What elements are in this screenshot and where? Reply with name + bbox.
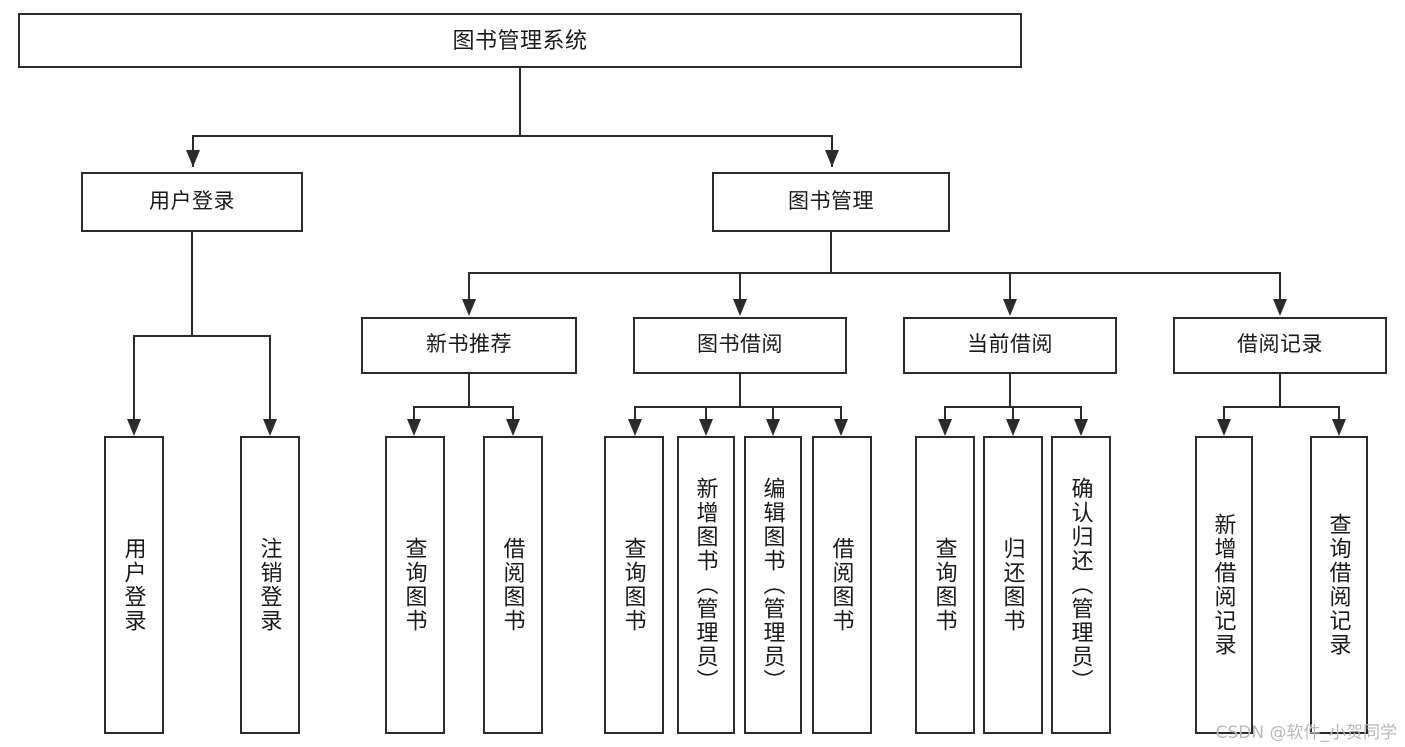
node-label: 借阅图书: [829, 537, 855, 633]
arrow-to-borrow-record: [1273, 299, 1287, 316]
connector-user-login-stem: [191, 232, 193, 335]
connector-book-borrow-drop-4: [840, 406, 842, 421]
connector-borrow-record-drop-1: [1223, 406, 1225, 421]
node-label: 查询图书: [932, 537, 958, 633]
arrow-to-current-borrow: [1003, 299, 1017, 316]
connector-borrow-record-stem: [1279, 374, 1281, 406]
connector-book-borrow-drop-2: [705, 406, 707, 421]
arrow-to-leaf-borrow-book-1: [506, 419, 520, 436]
connector-level3-drop-2: [739, 272, 741, 300]
connector-root-stem: [519, 68, 521, 135]
arrow-to-leaf-query-record: [1332, 419, 1346, 436]
connector-book-borrow-drop-1: [634, 406, 636, 421]
leaf-confirm-return-admin[interactable]: 确认归还（管理员）: [1051, 436, 1111, 734]
connector-level3-drop-3: [1009, 272, 1011, 300]
node-label: 借阅记录: [1237, 333, 1323, 357]
node-label: 查询借阅记录: [1326, 513, 1352, 657]
leaf-query-book-current[interactable]: 查询图书: [915, 436, 975, 734]
arrow-to-leaf-confirm-return: [1074, 419, 1088, 436]
connector-new-book-stem: [468, 374, 470, 406]
leaf-return-book[interactable]: 归还图书: [983, 436, 1043, 734]
connector-book-borrow-stem: [739, 374, 741, 406]
leaf-query-borrow-record[interactable]: 查询借阅记录: [1310, 436, 1368, 734]
arrow-to-leaf-borrow-book-2: [834, 419, 848, 436]
leaf-query-book-borrow[interactable]: 查询图书: [604, 436, 664, 734]
node-book-management[interactable]: 图书管理: [712, 172, 950, 232]
node-label: 编辑图书（管理员）: [760, 477, 786, 693]
node-label: 用户登录: [121, 537, 147, 633]
arrow-to-leaf-add-record: [1217, 419, 1231, 436]
node-root-book-management-system[interactable]: 图书管理系统: [18, 13, 1022, 68]
arrow-to-leaf-query-book-3: [938, 419, 952, 436]
leaf-borrow-book[interactable]: 借阅图书: [812, 436, 872, 734]
node-current-borrow[interactable]: 当前借阅: [903, 317, 1117, 374]
connector-borrow-record-bus: [1223, 406, 1340, 408]
connector-user-login-drop-1: [133, 335, 135, 420]
node-borrow-record[interactable]: 借阅记录: [1173, 317, 1387, 374]
node-book-borrow[interactable]: 图书借阅: [633, 317, 847, 374]
arrow-to-leaf-edit-book: [766, 419, 780, 436]
node-label: 确认归还（管理员）: [1068, 477, 1094, 693]
arrow-to-leaf-return-book: [1006, 419, 1020, 436]
node-label: 借阅图书: [500, 537, 526, 633]
leaf-borrow-book-new-recommend[interactable]: 借阅图书: [483, 436, 543, 734]
leaf-user-login[interactable]: 用户登录: [104, 436, 164, 734]
connector-borrow-record-drop-2: [1338, 406, 1340, 421]
connector-current-borrow-drop-1: [944, 406, 946, 421]
connector-book-borrow-drop-3: [772, 406, 774, 421]
node-label: 新增图书（管理员）: [693, 477, 719, 693]
leaf-logout[interactable]: 注销登录: [240, 436, 300, 734]
arrow-to-new-book-recommend: [462, 299, 476, 316]
leaf-add-borrow-record[interactable]: 新增借阅记录: [1195, 436, 1253, 734]
connector-new-book-drop-2: [512, 406, 514, 421]
node-label: 图书管理: [788, 189, 874, 213]
arrow-to-user-login: [186, 150, 200, 167]
connector-user-login-drop-2: [269, 335, 271, 420]
csdn-watermark: CSDN @软件_小贺同学: [1215, 723, 1397, 743]
leaf-query-book-new-recommend[interactable]: 查询图书: [385, 436, 445, 734]
leaf-edit-book-admin[interactable]: 编辑图书（管理员）: [744, 436, 802, 734]
arrow-to-book-borrow: [733, 299, 747, 316]
arrow-to-book-management: [825, 150, 839, 167]
connector-new-book-drop-1: [413, 406, 415, 421]
node-label: 图书管理系统: [452, 27, 588, 53]
connector-level3-bus: [468, 272, 1280, 274]
node-label: 图书借阅: [697, 333, 783, 357]
node-label: 新书推荐: [426, 333, 512, 357]
arrow-to-leaf-add-book: [699, 419, 713, 436]
connector-level2-bus: [192, 135, 833, 137]
node-new-book-recommend[interactable]: 新书推荐: [361, 317, 577, 374]
connector-book-management-stem: [830, 232, 832, 272]
connector-new-book-bus: [413, 406, 514, 408]
node-label: 当前借阅: [967, 333, 1053, 357]
connector-current-borrow-stem: [1009, 374, 1011, 406]
node-user-login[interactable]: 用户登录: [81, 172, 303, 232]
node-label: 查询图书: [402, 537, 428, 633]
arrow-to-leaf-query-book-2: [628, 419, 642, 436]
arrow-to-leaf-logout: [263, 419, 277, 436]
arrow-to-leaf-query-book-1: [407, 419, 421, 436]
connector-book-borrow-bus: [634, 406, 842, 408]
connector-current-borrow-drop-2: [1012, 406, 1014, 421]
arrow-to-leaf-user-login: [127, 419, 141, 436]
connector-user-login-bus: [133, 335, 271, 337]
connector-level3-drop-1: [468, 272, 470, 300]
connector-current-borrow-drop-3: [1080, 406, 1082, 421]
node-label: 用户登录: [149, 189, 235, 213]
node-label: 查询图书: [621, 537, 647, 633]
node-label: 注销登录: [257, 537, 283, 633]
node-label: 归还图书: [1000, 537, 1026, 633]
leaf-add-book-admin[interactable]: 新增图书（管理员）: [677, 436, 735, 734]
connector-level3-drop-4: [1279, 272, 1281, 300]
node-label: 新增借阅记录: [1211, 513, 1237, 657]
